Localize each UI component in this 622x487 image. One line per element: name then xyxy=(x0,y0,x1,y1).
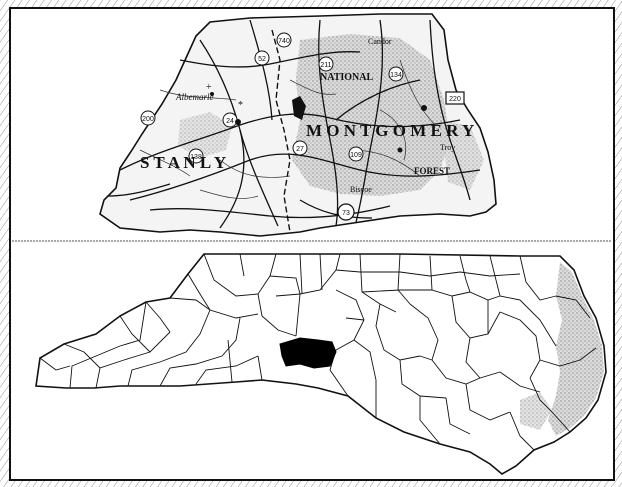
svg-text:134: 134 xyxy=(390,72,402,79)
national-forest-area xyxy=(292,34,450,196)
county-boundaries xyxy=(39,253,597,451)
highway-shield-200: 200 xyxy=(140,110,156,126)
coastal-shading xyxy=(548,262,604,436)
svg-text:138: 138 xyxy=(190,154,202,161)
stipple-patch-east xyxy=(440,120,484,190)
place-label-national: NATIONAL xyxy=(320,72,373,83)
lake-marker xyxy=(292,96,306,120)
sound-shading xyxy=(520,392,552,430)
county-label-stanly: S T A N L Y xyxy=(140,153,226,172)
stipple-patch xyxy=(178,112,232,158)
secondary-roads xyxy=(139,59,437,199)
highway-shield-52: 52 xyxy=(254,50,270,66)
highway-shield-134: 134 xyxy=(388,66,404,82)
svg-text:220: 220 xyxy=(449,96,461,103)
county-label-montgomery: M O N T G O M E R Y xyxy=(306,121,474,140)
highway-shield-24: 24 xyxy=(222,112,238,128)
highway-shield-220: 220 xyxy=(445,91,465,105)
place-label-forest: FOREST xyxy=(414,166,450,176)
place-label-candor: Candor xyxy=(368,37,392,46)
highway-shield-138: 138 xyxy=(188,148,204,164)
town-star-marker: * xyxy=(238,100,243,111)
place-label-biscoe: Biscoe xyxy=(350,185,372,194)
highway-shield-73: 73 xyxy=(337,203,355,221)
highway-shield-211: 211 xyxy=(318,56,334,72)
svg-text:73: 73 xyxy=(342,210,350,217)
road-network xyxy=(107,19,481,229)
place-label-albemarle: Albemarle xyxy=(175,92,214,102)
town-markers: + * xyxy=(206,82,427,153)
svg-text:109: 109 xyxy=(350,152,362,159)
svg-text:200: 200 xyxy=(142,116,154,123)
svg-text:52: 52 xyxy=(258,56,266,63)
detail-road-map: 52 24 27 73 109 138 200 220 740 134 211 … xyxy=(99,13,497,237)
highway-shield-740: 740 xyxy=(276,32,292,48)
highway-shield-27: 27 xyxy=(292,140,308,156)
highway-shield-109: 109 xyxy=(348,146,364,162)
svg-text:27: 27 xyxy=(296,146,304,153)
highlighted-counties xyxy=(279,337,337,369)
town-cross-marker: + xyxy=(206,82,212,93)
state-county-locator-map xyxy=(35,253,607,475)
svg-text:24: 24 xyxy=(226,118,234,125)
highway-shields: 52 24 27 73 109 138 200 220 740 134 211 xyxy=(140,32,465,221)
county-boundary xyxy=(271,29,291,233)
svg-text:211: 211 xyxy=(320,62,331,69)
svg-text:740: 740 xyxy=(278,38,290,45)
place-label-troy: Troy xyxy=(440,143,455,152)
